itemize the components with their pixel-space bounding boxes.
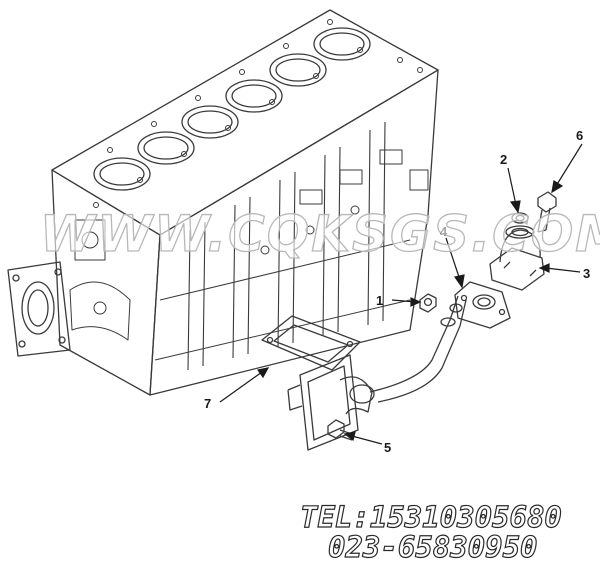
callout-4: 4: [440, 224, 448, 239]
callout-labels: 1 2 3 4 5 6 7: [204, 128, 590, 455]
callout-2: 2: [500, 152, 507, 167]
callout-1: 1: [376, 293, 383, 308]
housing-part-3: [489, 225, 545, 291]
seal-part-2: [511, 212, 529, 224]
leader-lines: [219, 143, 583, 445]
callout-3: 3: [583, 266, 590, 281]
callout-5: 5: [384, 440, 391, 455]
callout-7: 7: [204, 396, 211, 411]
engine-block: [7, 9, 439, 396]
watermark-text: WWW.CQKSGS.COM: [39, 204, 600, 263]
tube-part-4: [369, 281, 511, 403]
front-flange: [7, 261, 71, 357]
gasket-part-7: [261, 315, 361, 371]
outlet-adapter: [287, 354, 375, 451]
cylinder-bores: [93, 27, 371, 191]
nut-part-1: [419, 293, 437, 313]
contact-phone: 023-65830950: [327, 529, 538, 564]
callout-6: 6: [576, 128, 583, 143]
contact-tel: TEL:15310305680: [299, 499, 562, 534]
bolt-part-6: [537, 191, 557, 233]
